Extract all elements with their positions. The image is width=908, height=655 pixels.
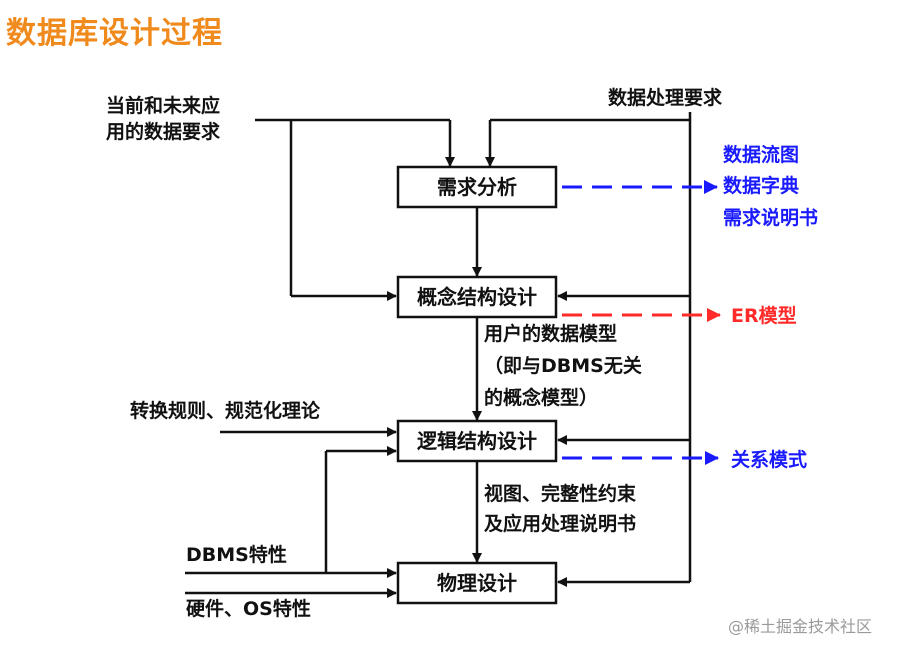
hardware-label: 硬件、OS特性 — [186, 597, 311, 620]
logical-design-label: 逻辑结构设计 — [417, 429, 537, 453]
requirements-label-line1: 当前和未来应 — [106, 94, 220, 117]
page-title: 数据库设计过程 — [6, 16, 223, 51]
watermark: @稀土掘金技术社区 — [728, 617, 872, 636]
physical-design-box: 物理设计 — [396, 561, 558, 605]
view-constraints-line2: 及应用处理说明书 — [484, 512, 636, 535]
output-requirements-spec: 需求说明书 — [723, 206, 818, 229]
processing-requirements-label: 数据处理要求 — [608, 86, 723, 109]
conceptual-design-label: 概念结构设计 — [417, 285, 537, 309]
conceptual-design-box: 概念结构设计 — [396, 275, 558, 319]
user-model-line3: 的概念模型） — [484, 386, 598, 409]
output-relational-schema: 关系模式 — [731, 448, 807, 471]
dbms-label: DBMS特性 — [186, 543, 287, 566]
requirements-analysis-box: 需求分析 — [396, 165, 558, 209]
logical-physical-inputs — [185, 427, 397, 598]
output-data-dictionary: 数据字典 — [723, 174, 799, 197]
physical-design-label: 物理设计 — [437, 571, 517, 595]
requirements-connectors — [255, 118, 455, 301]
user-model-line1: 用户的数据模型 — [484, 322, 617, 345]
requirements-label-line2: 用的数据要求 — [106, 120, 221, 143]
output-dfd: 数据流图 — [723, 143, 799, 166]
processing-connectors — [485, 112, 692, 587]
user-model-line2: （即与DBMS无关 — [484, 354, 642, 377]
view-constraints-line1: 视图、完整性约束 — [484, 482, 637, 505]
output-er-model: ER模型 — [731, 304, 797, 327]
rules-label: 转换规则、规范化理论 — [130, 399, 321, 422]
requirements-analysis-label: 需求分析 — [437, 175, 517, 199]
logical-design-box: 逻辑结构设计 — [396, 419, 558, 463]
